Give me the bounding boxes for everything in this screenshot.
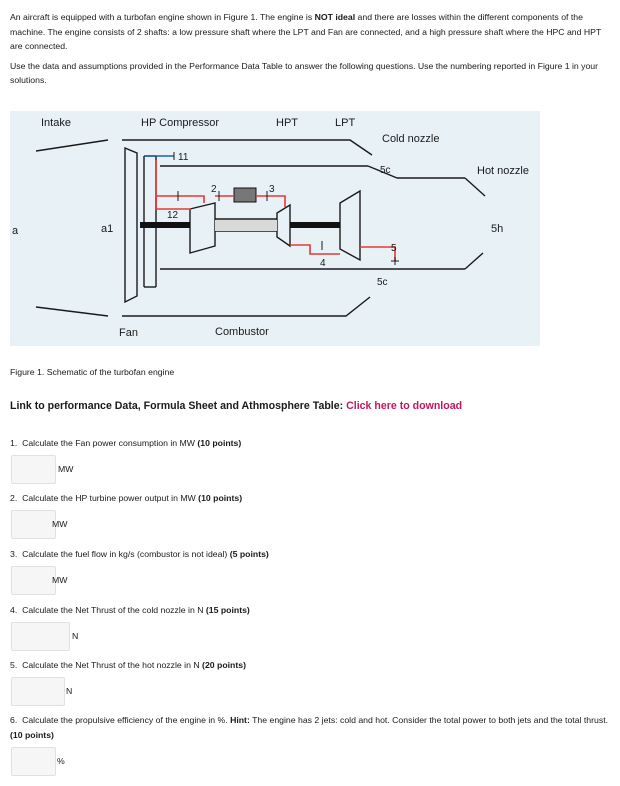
hint-text: The engine has 2 jets: cold and hot. Con… bbox=[249, 715, 609, 725]
question-5: 5. Calculate the Net Thrust of the hot n… bbox=[10, 658, 612, 673]
download-link[interactable]: Click here to download bbox=[346, 400, 463, 412]
question-number: 5. bbox=[10, 660, 18, 670]
question-1: 1. Calculate the Fan power consumption i… bbox=[10, 436, 612, 451]
station-4-label: 4 bbox=[320, 258, 326, 269]
question-points: (5 points) bbox=[229, 549, 269, 559]
hp-compressor-label: HP Compressor bbox=[141, 117, 219, 129]
question-number: 6. bbox=[10, 715, 18, 725]
question-number: 4. bbox=[10, 605, 18, 615]
station-a-label: a bbox=[12, 225, 19, 237]
answer-4-input[interactable] bbox=[11, 622, 70, 651]
question-text: Calculate the Net Thrust of the cold noz… bbox=[22, 605, 206, 615]
intro-p1-not-ideal: NOT ideal bbox=[314, 12, 356, 22]
hot-nozzle-label: Hot nozzle bbox=[477, 165, 529, 177]
answer-1-input[interactable] bbox=[11, 455, 56, 484]
question-3: 3. Calculate the fuel flow in kg/s (comb… bbox=[10, 547, 612, 562]
intro-p1-part-1: An aircraft is equipped with a turbofan … bbox=[10, 12, 315, 22]
question-text: Calculate the HP turbine power output in… bbox=[22, 493, 199, 503]
answer-4-unit: N bbox=[72, 631, 79, 641]
question-6: 6. Calculate the propulsive efficiency o… bbox=[10, 713, 612, 742]
fan-label: Fan bbox=[119, 327, 138, 339]
performance-data-link-line: Link to performance Data, Formula Sheet … bbox=[10, 400, 462, 412]
question-points: (10 points) bbox=[198, 493, 243, 503]
station-12-label: 12 bbox=[167, 210, 179, 221]
question-text: Calculate the fuel flow in kg/s (combust… bbox=[22, 549, 230, 559]
answer-3-unit: MW bbox=[52, 575, 68, 585]
intro-paragraph-2: Use the data and assumptions provided in… bbox=[10, 60, 599, 86]
turbofan-figure: Intake HP Compressor HPT LPT Cold nozzle… bbox=[10, 111, 540, 346]
intake-label: Intake bbox=[41, 117, 71, 129]
question-text: Calculate the Net Thrust of the hot nozz… bbox=[22, 660, 203, 670]
question-2: 2. Calculate the HP turbine power output… bbox=[10, 491, 612, 506]
answer-2-unit: MW bbox=[52, 519, 68, 529]
turbofan-schematic: Intake HP Compressor HPT LPT Cold nozzle… bbox=[12, 117, 529, 339]
link-prefix: Link to performance Data, Formula Sheet … bbox=[10, 400, 347, 412]
lpt-label: LPT bbox=[335, 117, 355, 129]
figure-caption: Figure 1. Schematic of the turbofan engi… bbox=[10, 367, 175, 377]
question-points: (20 points) bbox=[202, 660, 246, 670]
intro-paragraph-1: An aircraft is equipped with a turbofan … bbox=[10, 10, 612, 54]
station-5c-bottom-label: 5c bbox=[377, 277, 388, 288]
intro-p1-part-3: and there are losses within the differen… bbox=[10, 12, 602, 51]
question-number: 3. bbox=[10, 549, 18, 559]
combustor-label: Combustor bbox=[215, 326, 269, 338]
station-11-label: 11 bbox=[178, 152, 189, 163]
answer-1-unit: MW bbox=[58, 464, 74, 474]
station-5c-top-label: 5c bbox=[380, 165, 391, 176]
answer-5-input[interactable] bbox=[11, 677, 65, 706]
question-number: 2. bbox=[10, 493, 18, 503]
answer-6-unit: % bbox=[57, 756, 65, 766]
station-a1-label: a1 bbox=[101, 223, 113, 235]
answer-2-input[interactable] bbox=[11, 510, 56, 539]
station-5-label: 5 bbox=[391, 243, 397, 254]
station-3-label: 3 bbox=[269, 184, 275, 195]
question-text: Calculate the propulsive efficiency of t… bbox=[22, 715, 231, 725]
station-2-label: 2 bbox=[211, 184, 217, 195]
answer-6-input[interactable] bbox=[11, 747, 56, 776]
hpt-label: HPT bbox=[276, 117, 298, 129]
station-5h-label: 5h bbox=[491, 223, 503, 235]
question-points: (10 points) bbox=[10, 729, 54, 740]
question-points: (10 points) bbox=[197, 438, 242, 448]
cold-nozzle-label: Cold nozzle bbox=[382, 133, 439, 145]
answer-5-unit: N bbox=[66, 686, 73, 696]
intro-text: An aircraft is equipped with a turbofan … bbox=[10, 10, 612, 88]
question-4: 4. Calculate the Net Thrust of the cold … bbox=[10, 603, 612, 618]
answer-3-input[interactable] bbox=[11, 566, 56, 595]
question-text: Calculate the Fan power consumption in M… bbox=[22, 438, 198, 448]
hint-label: Hint: bbox=[230, 715, 250, 725]
question-number: 1. bbox=[10, 438, 18, 448]
question-points: (15 points) bbox=[205, 605, 250, 615]
